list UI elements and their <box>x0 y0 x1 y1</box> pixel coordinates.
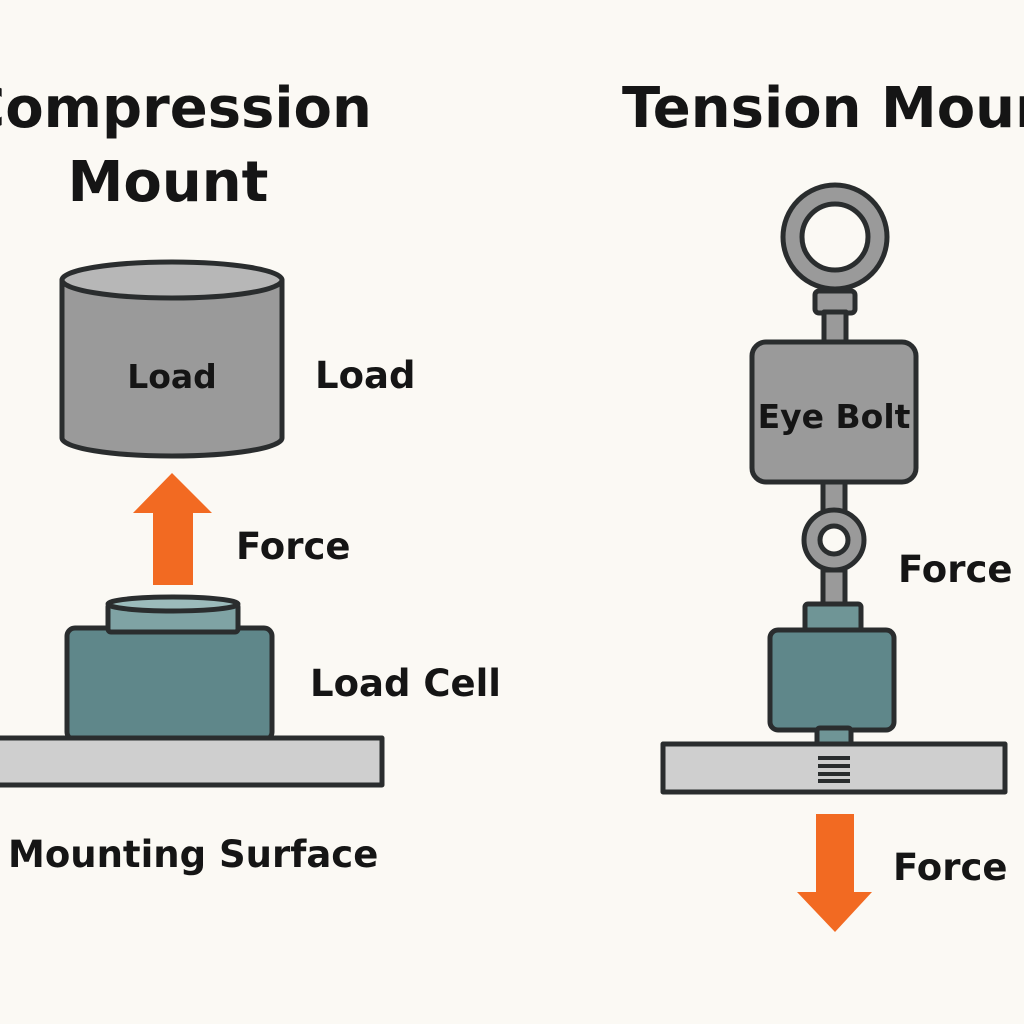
load-cylinder: Load <box>59 259 285 459</box>
eye-bolt-label: Eye Bolt <box>758 397 911 436</box>
top-eye-ring <box>780 182 890 347</box>
mounting-surface <box>0 735 385 788</box>
tension-load-cell <box>767 601 897 757</box>
eye-bolt-block: Eye Bolt <box>749 339 919 485</box>
tension-force-upper-label: Force <box>898 548 1012 591</box>
force-arrow-down <box>797 814 872 932</box>
tension-force-lower-label: Force <box>893 846 1007 889</box>
load-label: Load <box>315 354 415 397</box>
load-inner-label: Load <box>127 357 217 396</box>
tension-mount-panel: Tension Mount Eye Bolt Force <box>622 76 1024 932</box>
thread-bolt <box>818 752 850 783</box>
compression-force-label: Force <box>236 525 350 568</box>
tension-title: Tension Mount <box>622 76 1024 141</box>
mounting-surface-label: Mounting Surface <box>8 833 378 876</box>
load-cell-label: Load Cell <box>310 662 501 705</box>
connector-rod <box>801 479 867 609</box>
compression-title-line2: Mount <box>68 150 269 215</box>
load-cell <box>64 594 275 743</box>
compression-mount-panel: Compression Mount Load Load Force Load C… <box>0 76 501 876</box>
compression-title-line1: Compression <box>0 76 372 141</box>
force-arrow-up <box>133 473 212 585</box>
